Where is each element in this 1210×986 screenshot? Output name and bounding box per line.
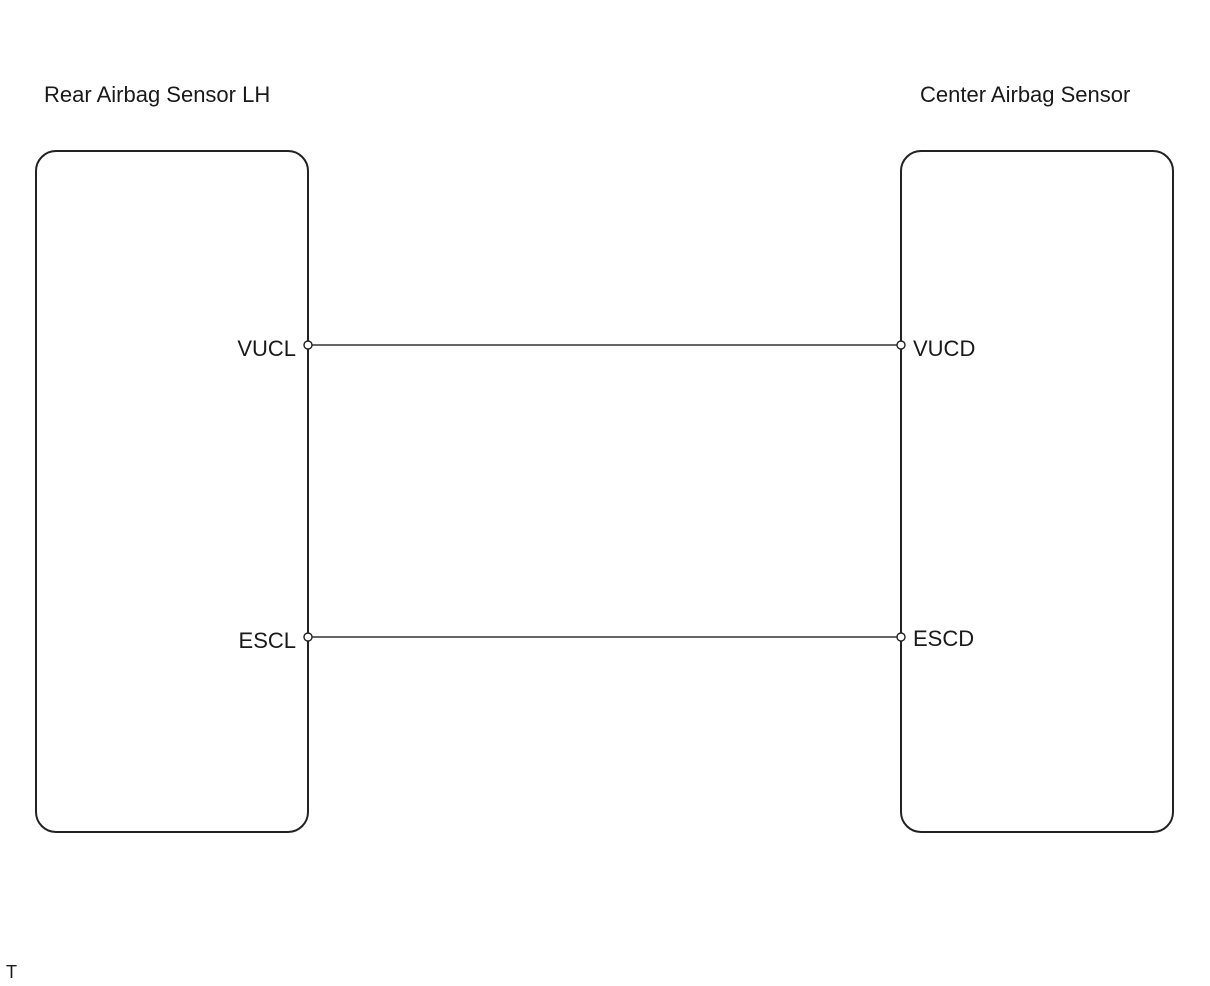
center-airbag-sensor-box	[900, 150, 1174, 833]
pin-escd-terminal	[896, 632, 906, 642]
pin-vucl-terminal	[303, 340, 313, 350]
corner-mark: T	[6, 962, 17, 982]
rear-airbag-sensor-lh-box	[35, 150, 309, 833]
right-component-title: Center Airbag Sensor	[920, 82, 1130, 107]
left-component-title: Rear Airbag Sensor LH	[44, 82, 270, 107]
pin-escl-terminal	[303, 632, 313, 642]
pin-label-escd: ESCD	[913, 626, 974, 651]
pin-label-vucl: VUCL	[237, 336, 296, 361]
pin-label-escl: ESCL	[239, 628, 296, 653]
pin-vucd-terminal	[896, 340, 906, 350]
pin-label-vucd: VUCD	[913, 336, 975, 361]
